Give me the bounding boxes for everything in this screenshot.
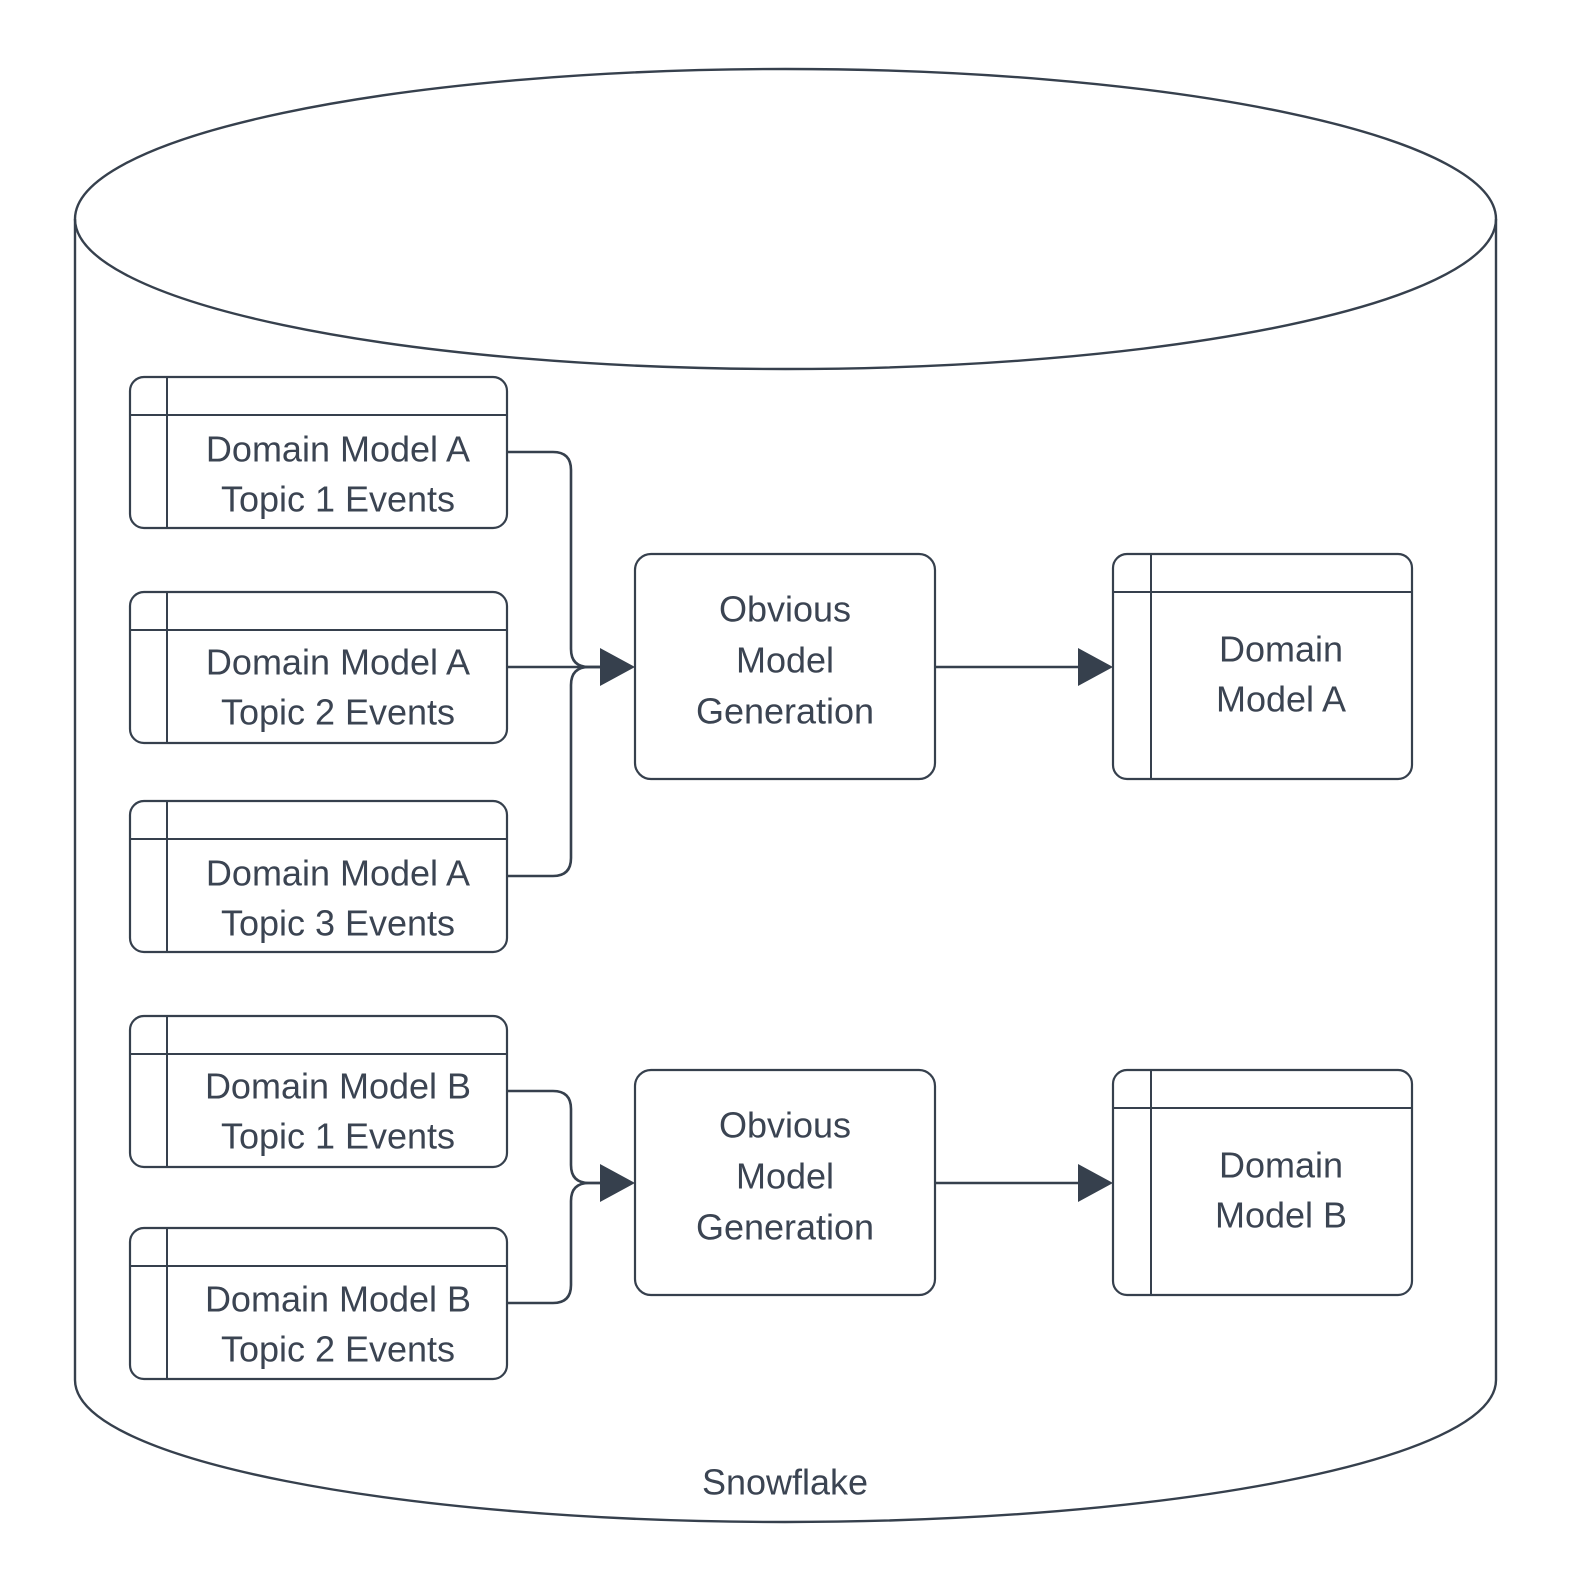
connector-b-topic-1 (507, 1089, 600, 1185)
source-table-a-topic-3[interactable]: Domain Model A Topic 3 Events (128, 799, 509, 954)
source-table-label-line2: Topic 1 Events (221, 479, 455, 520)
process-label-line1: Obvious (719, 1105, 851, 1146)
table-icon (1111, 1068, 1414, 1297)
source-table-a-topic-1[interactable]: Domain Model A Topic 1 Events (128, 375, 509, 530)
cylinder-label: Snowflake (702, 1462, 868, 1503)
connector-a-topic-1 (507, 450, 600, 669)
process-label-line3: Generation (696, 691, 874, 732)
source-table-b-topic-1[interactable]: Domain Model B Topic 1 Events (128, 1014, 509, 1169)
table-icon (1111, 552, 1414, 781)
source-table-label-line2: Topic 2 Events (221, 1329, 455, 1370)
source-table-label-line1: Domain Model B (205, 1279, 471, 1320)
arrowhead-into-model-b (1078, 1164, 1113, 1202)
arrowhead-into-gen-a (600, 648, 635, 686)
source-table-label-line1: Domain Model A (206, 429, 470, 470)
source-table-label-line2: Topic 3 Events (221, 903, 455, 944)
connector-group-b (507, 1089, 635, 1305)
cylinder-top-ellipse (73, 67, 1498, 371)
process-box-gen-b[interactable]: Obvious Model Generation (633, 1068, 937, 1297)
source-table-label-line2: Topic 2 Events (221, 692, 455, 733)
source-table-a-topic-2[interactable]: Domain Model A Topic 2 Events (128, 590, 509, 745)
process-label-line2: Model (736, 640, 834, 681)
source-table-label-line1: Domain Model A (206, 642, 470, 683)
source-table-label-line1: Domain Model A (206, 853, 470, 894)
output-table-model-a[interactable]: Domain Model A (1111, 552, 1414, 781)
output-label-line1: Domain (1219, 1145, 1343, 1186)
process-box-shape (633, 552, 937, 781)
process-box-gen-a[interactable]: Obvious Model Generation (633, 552, 937, 781)
connector-a-topic-3 (507, 665, 600, 878)
source-table-label-line1: Domain Model B (205, 1066, 471, 1107)
connector-group-a (507, 450, 635, 878)
connector-b-topic-2 (507, 1181, 600, 1305)
snowflake-cylinder (73, 67, 1498, 1524)
source-table-label-line2: Topic 1 Events (221, 1116, 455, 1157)
output-label-line1: Domain (1219, 629, 1343, 670)
output-table-model-b[interactable]: Domain Model B (1111, 1068, 1414, 1297)
source-table-b-topic-2[interactable]: Domain Model B Topic 2 Events (128, 1226, 509, 1381)
process-box-shape (633, 1068, 937, 1297)
process-label-line1: Obvious (719, 589, 851, 630)
output-label-line2: Model B (1215, 1195, 1347, 1236)
arrowhead-into-model-a (1078, 648, 1113, 686)
arrowhead-into-gen-b (600, 1164, 635, 1202)
output-label-line2: Model A (1216, 679, 1346, 720)
process-label-line2: Model (736, 1156, 834, 1197)
process-label-line3: Generation (696, 1207, 874, 1248)
connector-gen-b-to-model-b (935, 1164, 1113, 1202)
cylinder-body (73, 219, 1498, 1524)
connector-gen-a-to-model-a (935, 648, 1113, 686)
